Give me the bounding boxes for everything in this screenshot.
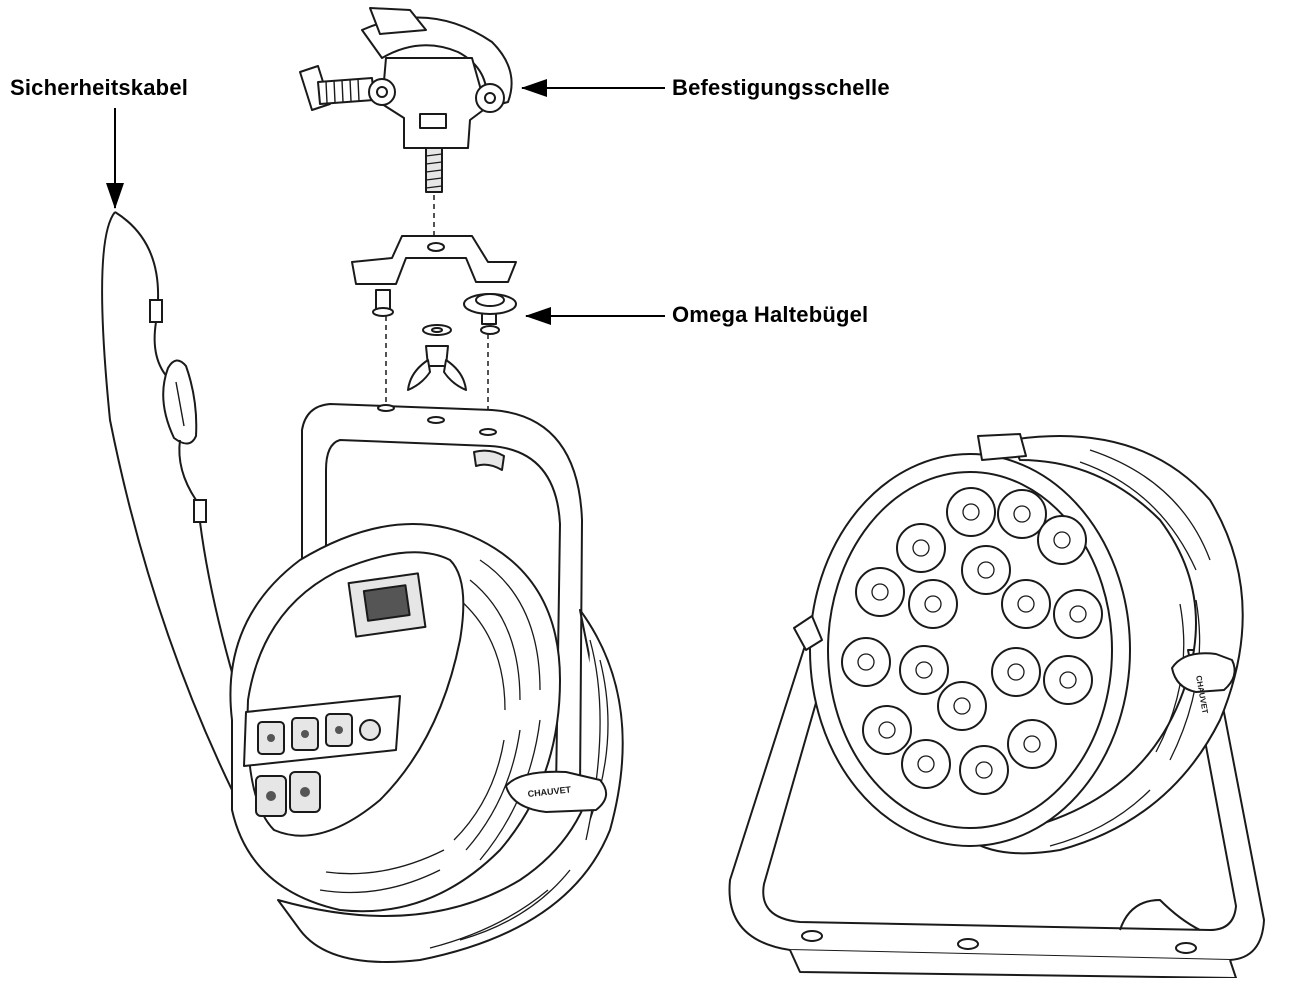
mounting-clamp-icon [299, 7, 513, 193]
safety-cable-label: Sicherheitskabel [10, 75, 189, 100]
omega-bracket-label: Omega Haltebügel [672, 302, 869, 327]
standing-par-fixture-icon [728, 433, 1265, 979]
hanging-fixture-brand: CHAUVET [527, 784, 572, 799]
omega-bracket-icon [351, 235, 517, 391]
mounting-clamp-label: Befestigungsschelle [672, 75, 890, 100]
led-array [841, 487, 1103, 795]
safety-cable-icon [101, 211, 241, 791]
callout-leaders [106, 79, 665, 325]
hanging-par-fixture-icon [229, 403, 624, 963]
